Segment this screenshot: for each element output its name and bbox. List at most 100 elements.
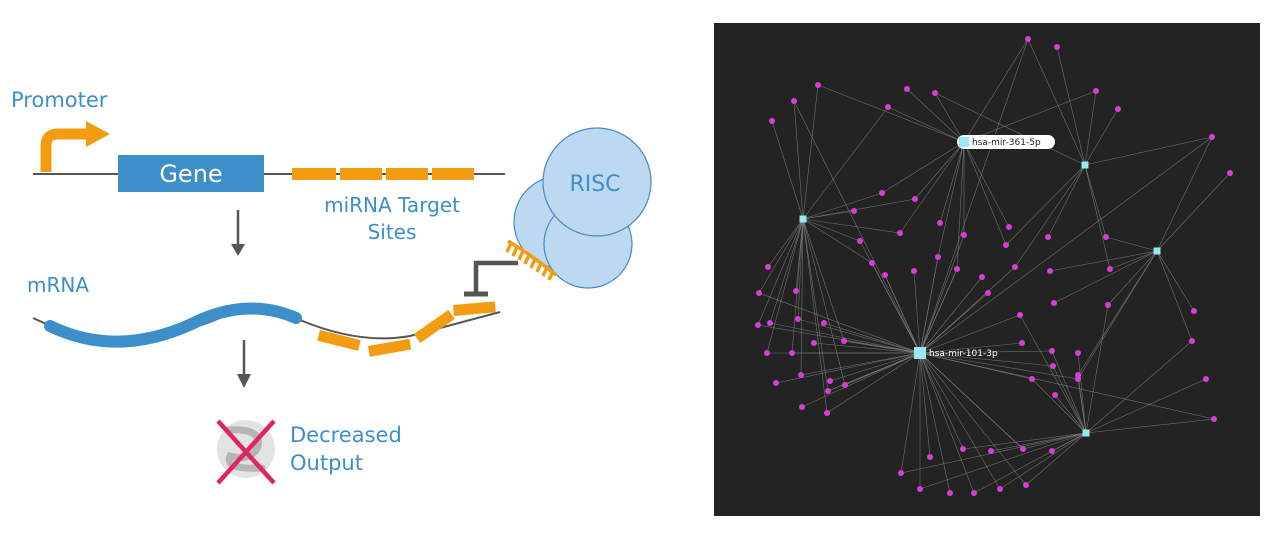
target-gene-node[interactable] (1054, 44, 1060, 50)
network-edge (800, 352, 921, 376)
network-edge (1156, 136, 1213, 252)
target-gene-node[interactable] (765, 264, 771, 270)
target-gene-node[interactable] (1203, 376, 1209, 382)
target-gene-node[interactable] (1093, 88, 1099, 94)
target-gene-node[interactable] (857, 238, 863, 244)
target-gene-node[interactable] (1051, 300, 1057, 306)
target-gene-node[interactable] (824, 410, 830, 416)
target-gene-node[interactable] (1211, 416, 1217, 422)
target-gene-node[interactable] (1115, 106, 1121, 112)
target-gene-node[interactable] (811, 340, 817, 346)
network-edge (963, 141, 1010, 228)
target-gene-node[interactable] (937, 220, 943, 226)
target-gene-node[interactable] (935, 254, 941, 260)
promoter-arrowhead (86, 121, 110, 147)
target-gene-node[interactable] (1052, 392, 1058, 398)
mirna-hub-node[interactable] (1153, 247, 1161, 255)
target-gene-node[interactable] (932, 90, 938, 96)
target-gene-node[interactable] (767, 320, 773, 326)
target-gene-node[interactable] (985, 290, 991, 296)
target-gene-node[interactable] (885, 104, 891, 110)
target-gene-node[interactable] (799, 404, 805, 410)
target-gene-node[interactable] (1023, 482, 1029, 488)
target-gene-node[interactable] (1020, 446, 1026, 452)
target-gene-node[interactable] (947, 490, 953, 496)
target-gene-node[interactable] (1003, 242, 1009, 248)
network-edge (801, 352, 921, 408)
network-edge (1019, 314, 1087, 434)
target-gene-node[interactable] (869, 260, 875, 266)
target-gene-node[interactable] (1227, 170, 1233, 176)
target-gene-node[interactable] (927, 454, 933, 460)
target-gene-node[interactable] (904, 86, 910, 92)
target-gene-node[interactable] (882, 272, 888, 278)
target-gene-node[interactable] (1019, 340, 1025, 346)
target-gene-node[interactable] (841, 338, 847, 344)
mirna-hub-node[interactable] (1081, 161, 1089, 169)
target-gene-node[interactable] (1049, 348, 1055, 354)
target-gene-node[interactable] (1049, 448, 1055, 454)
target-gene-node[interactable] (1075, 372, 1081, 378)
target-gene-node[interactable] (954, 266, 960, 272)
target-gene-node[interactable] (1075, 350, 1081, 356)
target-gene-node[interactable] (815, 82, 821, 88)
mirna-hub-node[interactable] (1082, 429, 1090, 437)
network-edge (934, 92, 965, 143)
target-gene-node[interactable] (911, 268, 917, 274)
target-gene-node[interactable] (898, 470, 904, 476)
target-gene-node[interactable] (791, 98, 797, 104)
network-target-nodes[interactable] (755, 36, 1233, 496)
target-gene-node[interactable] (997, 486, 1003, 492)
target-gene-node[interactable] (1107, 266, 1113, 272)
target-gene-node[interactable] (769, 118, 775, 124)
target-gene-node[interactable] (827, 378, 833, 384)
target-gene-node[interactable] (897, 230, 903, 236)
target-gene-node[interactable] (1012, 264, 1018, 270)
mirna-hub-node[interactable] (799, 215, 807, 223)
network-edge (802, 218, 901, 234)
target-gene-node[interactable] (917, 486, 923, 492)
target-gene-node[interactable] (988, 448, 994, 454)
target-gene-node[interactable] (842, 382, 848, 388)
dna-target-site (340, 168, 382, 180)
target-gene-node[interactable] (795, 316, 801, 322)
mirna-hub-node[interactable] (914, 347, 926, 359)
target-gene-node[interactable] (798, 372, 804, 378)
target-gene-node[interactable] (879, 190, 885, 196)
target-gene-node[interactable] (1029, 376, 1035, 382)
target-gene-node[interactable] (960, 446, 966, 452)
target-gene-node[interactable] (756, 290, 762, 296)
target-gene-node[interactable] (821, 320, 827, 326)
network-edge (767, 218, 804, 268)
target-gene-node[interactable] (1050, 363, 1056, 369)
target-gene-node[interactable] (1103, 234, 1109, 240)
network-edge (1077, 374, 1087, 434)
network-edge (919, 352, 1024, 450)
target-gene-node[interactable] (764, 350, 770, 356)
target-gene-node[interactable] (825, 388, 831, 394)
network-edge (1054, 394, 1087, 434)
network-edge (1105, 236, 1158, 252)
target-gene-node[interactable] (912, 196, 918, 202)
target-gene-node[interactable] (1189, 338, 1195, 344)
target-gene-node[interactable] (1209, 134, 1215, 140)
target-gene-node[interactable] (793, 288, 799, 294)
target-gene-node[interactable] (1025, 36, 1031, 42)
target-gene-node[interactable] (1017, 312, 1023, 318)
target-gene-node[interactable] (1045, 234, 1051, 240)
target-gene-node[interactable] (755, 322, 761, 328)
target-gene-node[interactable] (851, 208, 857, 214)
target-gene-node[interactable] (961, 232, 967, 238)
target-gene-node[interactable] (1047, 268, 1053, 274)
mirna-hub-node[interactable] (959, 137, 969, 147)
target-gene-node[interactable] (1191, 308, 1197, 314)
target-gene-node[interactable] (979, 274, 985, 280)
target-gene-node[interactable] (971, 490, 977, 496)
target-gene-node[interactable] (1105, 302, 1111, 308)
target-gene-node[interactable] (1006, 224, 1012, 230)
target-gene-node[interactable] (773, 380, 779, 386)
target-gene-node[interactable] (789, 350, 795, 356)
